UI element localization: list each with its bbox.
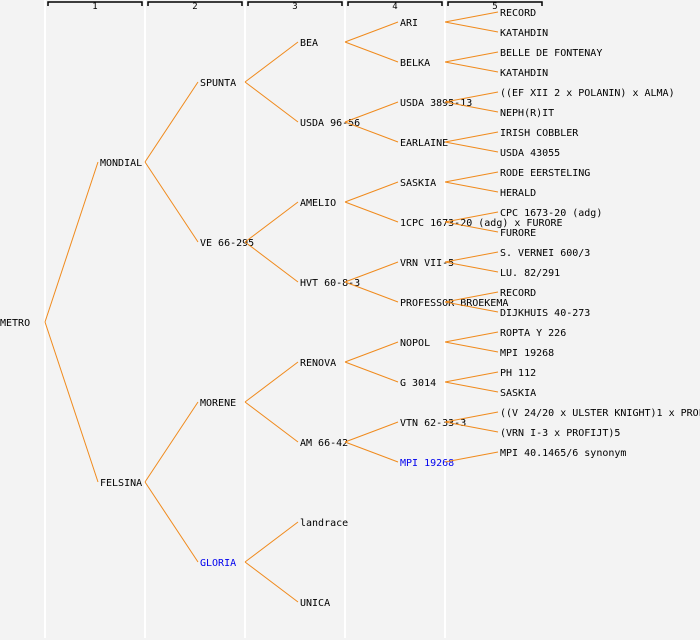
ancestor-node-label: VRN VII-5 bbox=[400, 258, 455, 269]
generation-number: 1 bbox=[92, 2, 98, 12]
ancestor-node-label: USDA 43055 bbox=[500, 148, 561, 159]
ancestor-node-label: USDA 3895-13 bbox=[400, 98, 473, 109]
ancestor-node-label: BELLE DE FONTENAY bbox=[500, 48, 603, 59]
ancestor-node-label: ((EF XII 2 x POLANIN) x ALMA) bbox=[500, 88, 675, 99]
generation-bracket bbox=[347, 1, 443, 6]
ancestor-node-label: RECORD bbox=[500, 8, 537, 19]
ancestor-node-label: FURORE bbox=[500, 228, 537, 239]
ancestor-node-label: ((V 24/20 x ULSTER KNIGHT)1 x PROFIJT) bbox=[500, 408, 700, 419]
generation-bracket bbox=[147, 1, 243, 6]
ancestor-node-label: MONDIAL bbox=[100, 158, 143, 169]
ancestor-node-label: SPUNTA bbox=[200, 78, 237, 89]
ancestor-node-label: UNICA bbox=[300, 598, 331, 609]
ancestor-node-label: ROPTA Y 226 bbox=[500, 328, 567, 339]
ancestor-node-label: CPC 1673-20 (adg) bbox=[500, 208, 603, 219]
ancestor-node-label: PH 112 bbox=[500, 368, 537, 379]
ancestor-node-label: USDA 96-56 bbox=[300, 118, 361, 129]
ancestor-node-label: VTN 62-33-3 bbox=[400, 418, 467, 429]
generation-columns bbox=[44, 0, 446, 638]
generation-bracket bbox=[247, 1, 343, 6]
ancestor-node-label: MPI 40.1465/6 synonym bbox=[500, 448, 627, 459]
root-node-label: METRO bbox=[0, 318, 31, 329]
ancestor-node-label: S. VERNEI 600/3 bbox=[500, 248, 591, 259]
ancestor-node-label: MORENE bbox=[200, 398, 237, 409]
generation-number: 3 bbox=[292, 2, 298, 12]
ancestor-node-label: FELSINA bbox=[100, 478, 143, 489]
generation-number: 2 bbox=[192, 2, 198, 12]
ancestor-node-label: landrace bbox=[300, 518, 349, 529]
ancestor-node-label[interactable]: MPI 19268 bbox=[400, 458, 455, 469]
ancestor-node-label: HVT 60-8-3 bbox=[300, 278, 361, 289]
ancestor-node-label: EARLAINE bbox=[400, 138, 449, 149]
ancestor-node-label: SASKIA bbox=[500, 388, 537, 399]
ancestor-node-label: VE 66-295 bbox=[200, 238, 255, 249]
ancestor-node-label: KATAHDIN bbox=[500, 28, 549, 39]
ancestor-node-label: RODE EERSTELING bbox=[500, 168, 591, 179]
ancestor-node-label: G 3014 bbox=[400, 378, 437, 389]
generation-number: 5 bbox=[492, 2, 498, 12]
ancestor-node-label: (VRN I-3 x PROFIJT)5 bbox=[500, 428, 621, 439]
ancestor-node-label: BEA bbox=[300, 38, 319, 49]
ancestor-node-label: RENOVA bbox=[300, 358, 337, 369]
ancestor-node-label: ARI bbox=[400, 18, 419, 29]
generation-bracket bbox=[47, 1, 143, 6]
ancestor-node-label: AMELIO bbox=[300, 198, 337, 209]
ancestor-node-label: SASKIA bbox=[400, 178, 437, 189]
ancestor-node-label: NEPH(R)IT bbox=[500, 108, 555, 119]
ancestor-node-label: AM 66-42 bbox=[300, 438, 349, 449]
ancestor-node-label: PROFESSOR BROEKEMA bbox=[400, 298, 509, 309]
ancestor-node-label: LU. 82/291 bbox=[500, 268, 561, 279]
ancestor-node-label: DIJKHUIS 40-273 bbox=[500, 308, 591, 319]
ancestor-node-label[interactable]: GLORIA bbox=[200, 558, 237, 569]
ancestor-node-label: NOPOL bbox=[400, 338, 431, 349]
ancestor-node-label: BELKA bbox=[400, 58, 431, 69]
generation-headers bbox=[47, 1, 543, 6]
ancestor-node-label: IRISH COBBLER bbox=[500, 128, 579, 139]
ancestor-node-label: HERALD bbox=[500, 188, 537, 199]
ancestor-node-label: RECORD bbox=[500, 288, 537, 299]
ancestor-node-label: MPI 19268 bbox=[500, 348, 555, 359]
generation-bracket bbox=[447, 1, 543, 6]
generation-number: 4 bbox=[392, 2, 398, 12]
ancestor-node-label: KATAHDIN bbox=[500, 68, 549, 79]
